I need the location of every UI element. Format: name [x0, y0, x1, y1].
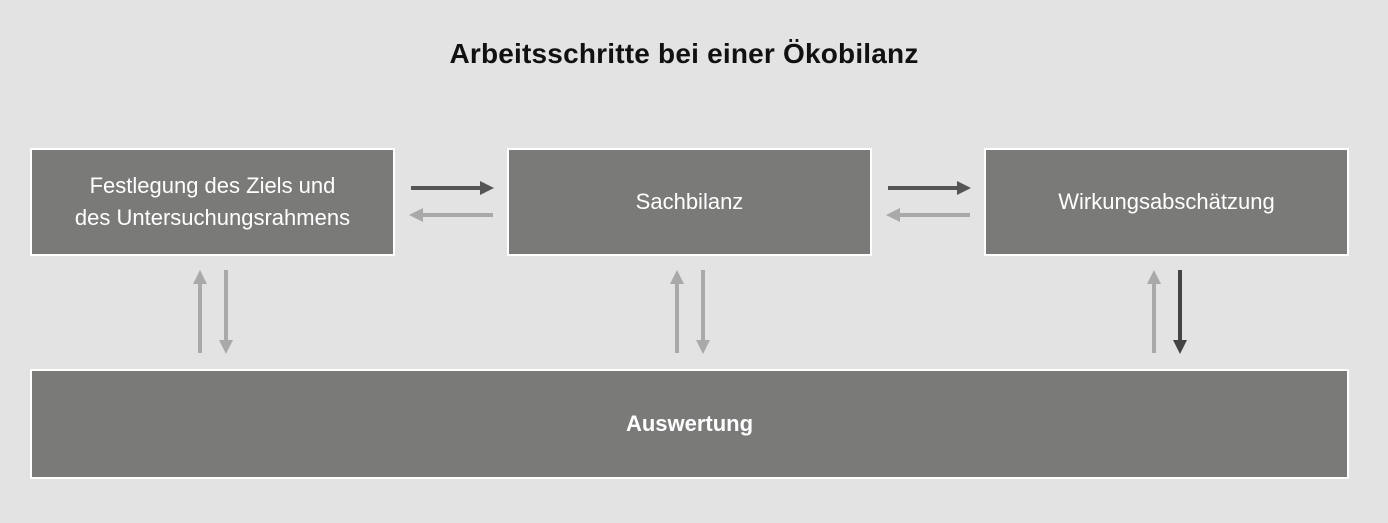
diagram-title: Arbeitsschritte bei einer Ökobilanz	[449, 38, 919, 69]
arrow-ziel-to-ausw	[219, 270, 233, 354]
box-impact-assessment: Wirkungsabschätzung	[984, 148, 1349, 256]
box-inventory-label: Sachbilanz	[635, 189, 744, 214]
box-goal-scope-line2: des Untersuchungsrahmens	[74, 205, 351, 230]
box-goal-scope-line1: Festlegung des Ziels und	[89, 173, 336, 198]
box-inventory: Sachbilanz	[507, 148, 872, 256]
arrow-wirk-to-ausw	[1173, 270, 1187, 354]
arrow-sach-to-wirk	[888, 181, 971, 195]
arrow-wirk-to-sach	[886, 208, 970, 222]
box-goal-scope: Festlegung des Ziels und des Untersuchun…	[30, 148, 395, 256]
arrow-ziel-to-sach	[411, 181, 494, 195]
arrow-sach-to-ausw	[696, 270, 710, 354]
box-interpretation-label: Auswertung	[625, 411, 754, 436]
arrow-ausw-to-wirk	[1147, 270, 1161, 353]
arrow-ausw-to-sach	[670, 270, 684, 353]
box-interpretation: Auswertung	[30, 369, 1349, 479]
arrow-ausw-to-ziel	[193, 270, 207, 353]
arrow-sach-to-ziel	[409, 208, 493, 222]
box-impact-assessment-label: Wirkungsabschätzung	[1058, 189, 1275, 214]
